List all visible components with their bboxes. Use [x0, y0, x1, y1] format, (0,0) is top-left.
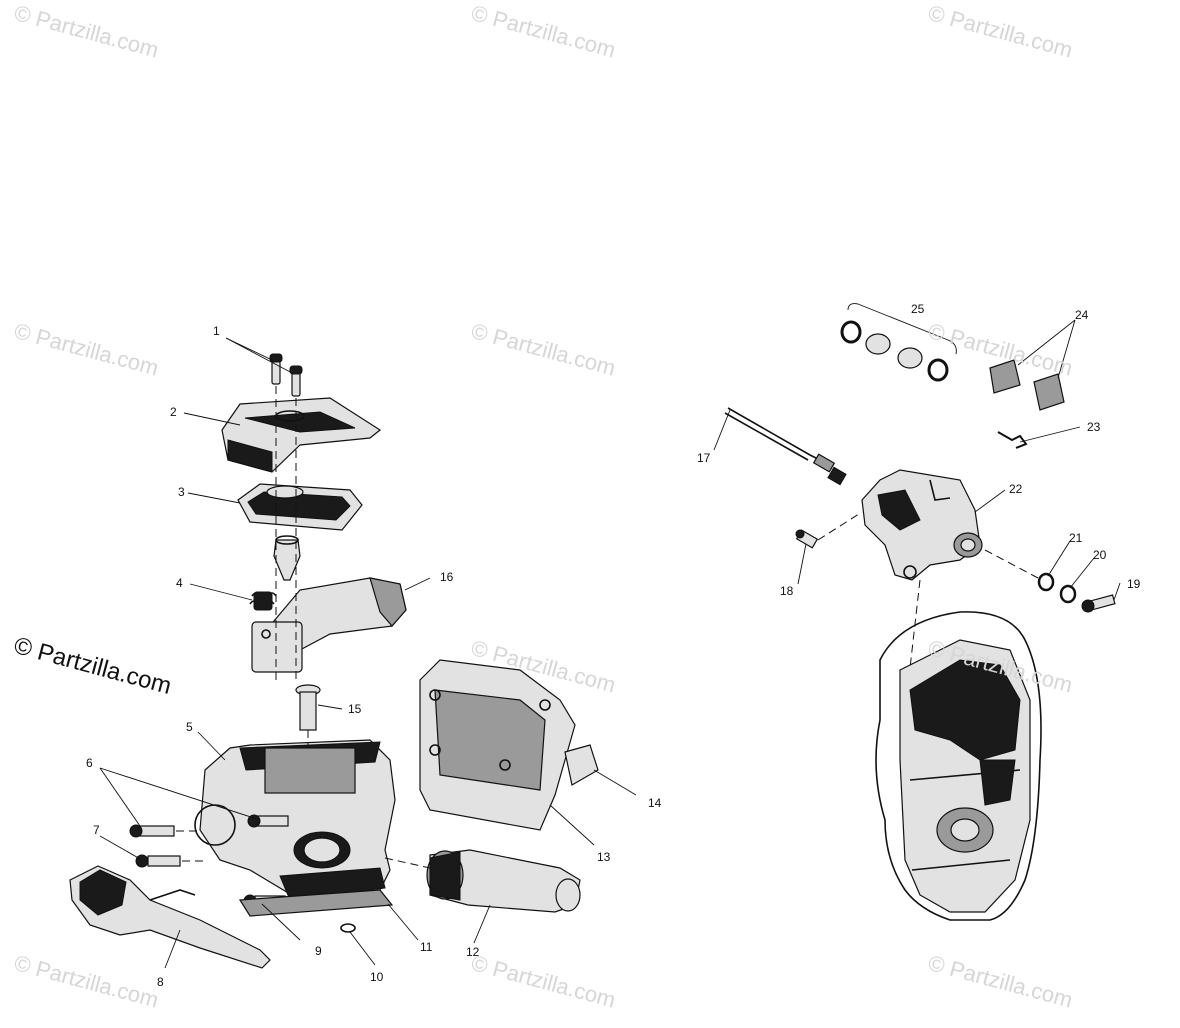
- part-8-brake-lever: [69, 865, 271, 969]
- part-16-throttle-lever: [251, 577, 407, 673]
- part-20-washer: [1059, 584, 1077, 604]
- part-4-spring: [249, 591, 277, 611]
- callout-16: 16: [440, 570, 454, 584]
- callout-13: 13: [597, 850, 611, 864]
- part-13-side-cover: [419, 659, 576, 831]
- part-17-brake-line: [724, 407, 847, 486]
- part-25-pistons-seals: [840, 303, 957, 382]
- callout-22: 22: [1009, 482, 1023, 496]
- part-7-screw: [135, 854, 181, 868]
- callout-9: 9: [315, 944, 322, 958]
- part-22-caliper: [861, 469, 983, 581]
- part-21-washer: [1037, 572, 1055, 592]
- leader-lines: [99, 319, 1121, 969]
- chaincase: [875, 611, 1042, 921]
- housing-inner-screw: [247, 814, 289, 828]
- callout-8: 8: [157, 975, 164, 989]
- callout-23: 23: [1087, 420, 1101, 434]
- callout-18: 18: [780, 584, 794, 598]
- callout-17: 17: [697, 451, 711, 465]
- callout-4: 4: [176, 576, 183, 590]
- part-11-housing-base: [238, 889, 394, 917]
- callout-1: 1: [213, 324, 220, 338]
- callout-6: 6: [86, 756, 93, 770]
- callout-20: 20: [1093, 548, 1107, 562]
- part-15-pin: [295, 684, 321, 731]
- part-2-top-cover: [221, 397, 382, 473]
- part-19-bolt: [1081, 594, 1116, 613]
- part-18-bleeder: [795, 529, 819, 549]
- plunger: [273, 535, 301, 581]
- part-14-cover-tab: [564, 744, 599, 786]
- callout-7: 7: [93, 823, 100, 837]
- callout-25: 25: [911, 302, 925, 316]
- callout-19: 19: [1127, 577, 1141, 591]
- callout-5: 5: [186, 720, 193, 734]
- part-10-clip: [340, 923, 356, 933]
- callout-3: 3: [178, 485, 185, 499]
- callout-2: 2: [170, 405, 177, 419]
- part-6-screw: [129, 824, 175, 838]
- part-12-handlebar-tube: [426, 849, 581, 913]
- callout-14: 14: [648, 796, 662, 810]
- part-23-pin: [997, 431, 1028, 449]
- callout-12: 12: [466, 945, 480, 959]
- callout-15: 15: [348, 702, 362, 716]
- callout-21: 21: [1069, 531, 1083, 545]
- part-3-gasket: [237, 483, 363, 531]
- callout-24: 24: [1075, 308, 1089, 322]
- part-1-screws: [269, 353, 303, 397]
- callout-10: 10: [370, 970, 384, 984]
- part-5-housing: [194, 739, 396, 901]
- callout-11: 11: [420, 940, 433, 954]
- part-24-brake-pads: [989, 359, 1065, 411]
